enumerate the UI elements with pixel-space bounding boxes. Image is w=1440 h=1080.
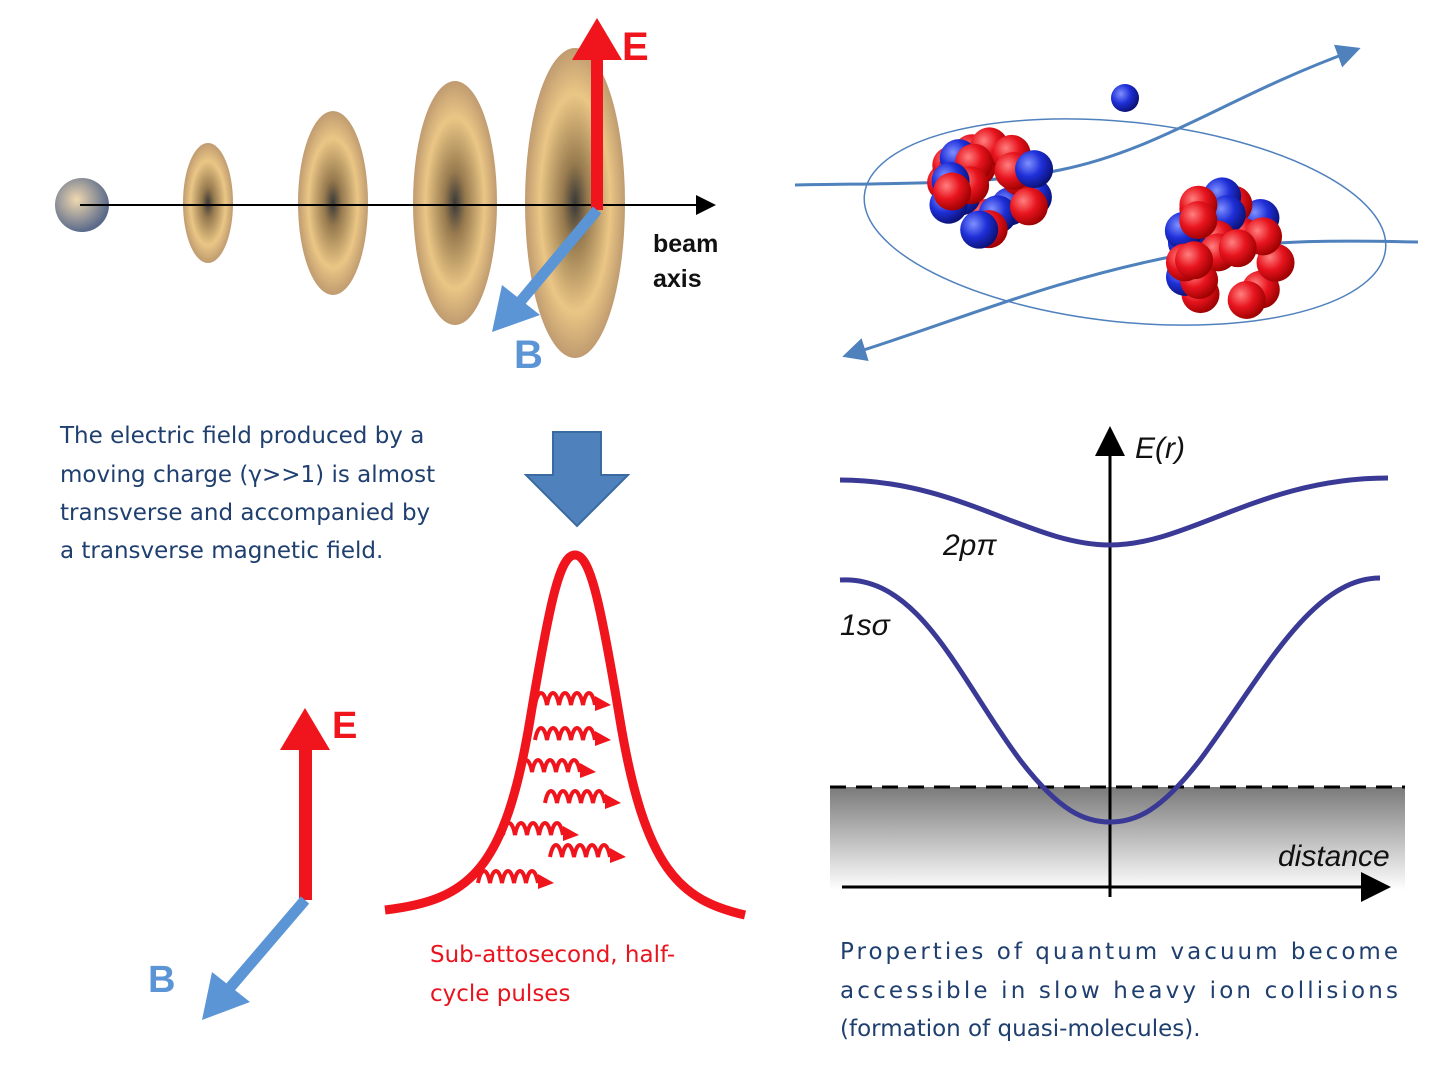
electron: [1111, 84, 1139, 112]
proton: [1179, 201, 1218, 240]
proton: [1218, 229, 1257, 268]
e-field-label-bottom: E: [332, 705, 357, 747]
proton: [1227, 280, 1266, 319]
quasi-molecule-orbit: [863, 118, 1387, 326]
photon-arrowhead: [595, 731, 611, 746]
y-axis-label: E(r): [1135, 432, 1185, 465]
photon-wave: [548, 843, 612, 858]
neutron: [1015, 150, 1054, 189]
neutron: [960, 210, 999, 249]
photon-arrowhead: [563, 826, 579, 841]
b-field-label: B: [514, 333, 543, 377]
photon-arrowhead: [605, 794, 621, 809]
photon-wave-group: [476, 691, 626, 889]
photon-wave: [533, 726, 597, 741]
b-field-arrow: [492, 206, 602, 332]
energy-level-graph: E(r) distance 2pπ 1sσ: [830, 426, 1405, 902]
pulse-field-axes: [202, 708, 330, 1020]
field-ellipsoid: [413, 81, 497, 325]
nucleus: [927, 127, 1054, 249]
photon-wave: [518, 758, 582, 773]
quantum-vacuum-caption: Properties of quantum vacuum become acce…: [840, 939, 1408, 1042]
photon-wave: [543, 789, 607, 804]
e-field-arrow: [572, 18, 622, 210]
proton: [1175, 241, 1214, 280]
curve-label-2p-pi: 2pπ: [942, 529, 997, 562]
field-ellipsoid: [183, 143, 233, 263]
e-field-label: E: [622, 25, 649, 69]
nucleus: [1164, 177, 1295, 319]
photon-wave: [501, 821, 565, 836]
heavy-ion-collision-illustration: [794, 44, 1419, 362]
ion-trajectory: [842, 239, 1419, 362]
curve-2p-pi: [839, 475, 1389, 548]
x-axis-label: distance: [1278, 840, 1390, 873]
down-arrow-icon: [523, 431, 631, 528]
ion-trajectory: [794, 44, 1361, 187]
photon-wave: [533, 691, 597, 706]
photon-arrowhead: [580, 763, 596, 778]
photon-arrowhead: [538, 874, 554, 889]
negative-energy-continuum: [830, 787, 1405, 890]
curve-1s-sigma: [839, 575, 1381, 825]
half-cycle-pulse-curve: [384, 550, 747, 920]
moving-charge-field-illustration: E B beam axis: [55, 18, 725, 377]
curve-label-1s-sigma: 1sσ: [840, 609, 892, 642]
field-ellipsoid: [298, 111, 368, 295]
photon-wave: [476, 869, 540, 884]
proton: [933, 172, 972, 211]
beam-axis-label: beam axis: [653, 230, 725, 293]
pulse-caption: Sub-attosecond, half- cycle pulses: [430, 942, 682, 1007]
photon-arrowhead: [595, 696, 611, 711]
b-field-label-bottom: B: [148, 959, 175, 1001]
field-description: The electric field produced by a moving …: [59, 423, 442, 564]
field-ellipsoid: [525, 48, 625, 358]
photon-arrowhead: [610, 848, 626, 863]
proton: [1009, 187, 1048, 226]
